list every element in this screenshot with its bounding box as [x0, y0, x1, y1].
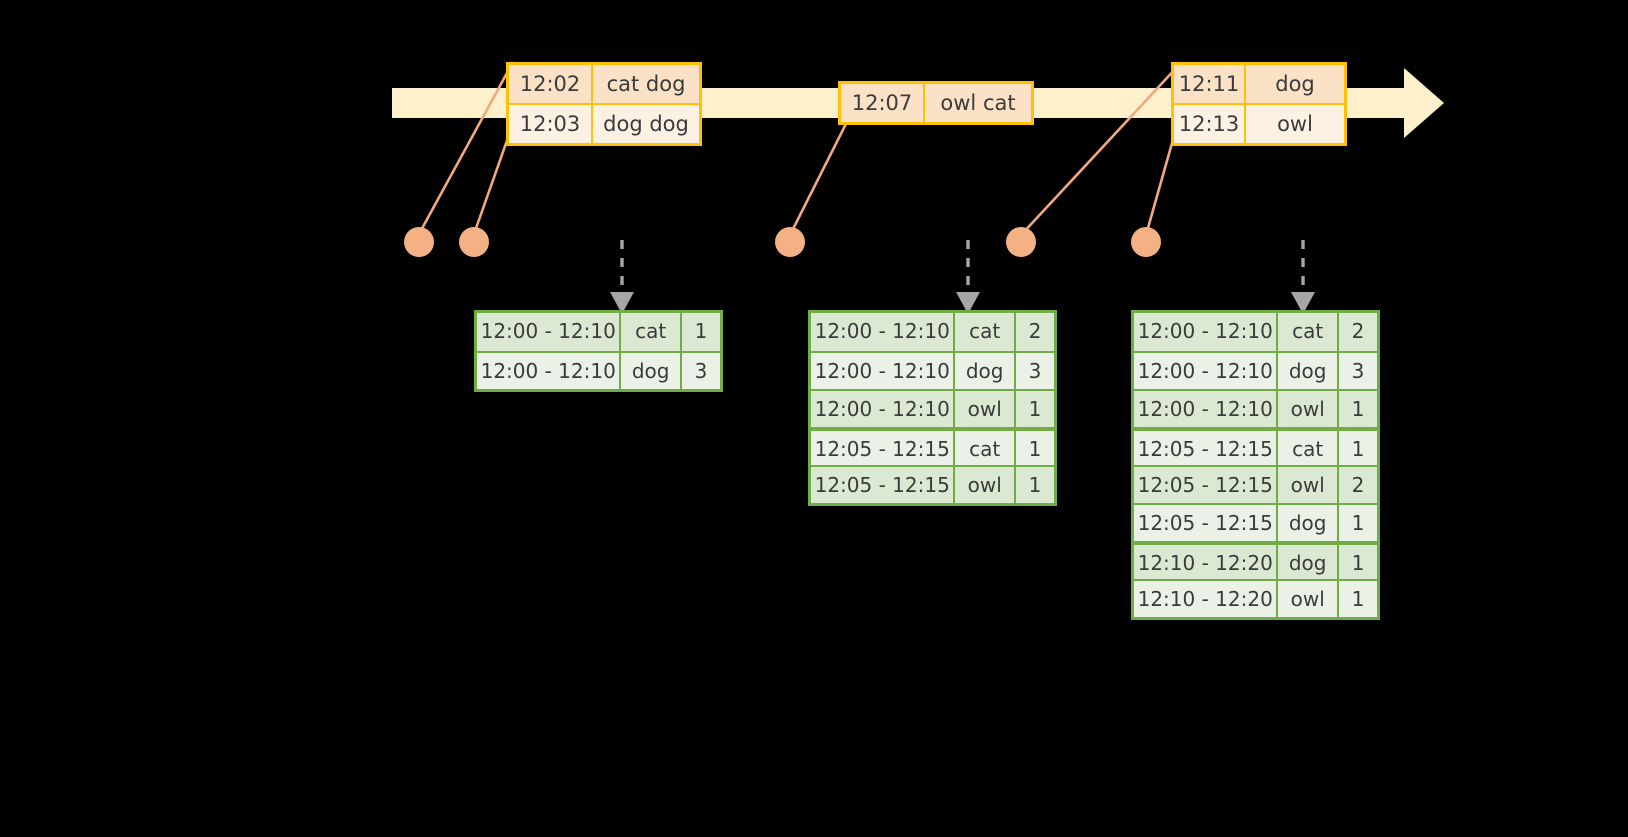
- key-cell: cat: [1278, 431, 1339, 465]
- key-cell: dog: [1278, 505, 1339, 541]
- connector-dot: [775, 227, 805, 257]
- count-cell: 2: [1351, 473, 1365, 497]
- connector-dot: [1006, 227, 1036, 257]
- window-cell: 12:00 - 12:10: [811, 391, 956, 427]
- event-words: owl: [1277, 112, 1313, 136]
- count-cell: 3: [1351, 359, 1365, 383]
- event-words: dog: [1275, 72, 1315, 96]
- event-group-1[interactable]: 12:02 cat dog 12:03 dog dog: [506, 62, 702, 146]
- event-group-3[interactable]: 12:11 dog 12:13 owl: [1171, 62, 1347, 146]
- key-cell: cat: [1278, 313, 1339, 351]
- event-row[interactable]: 12:07 owl cat: [841, 84, 1031, 122]
- timeline-arrow-head-icon: [1404, 68, 1444, 138]
- key-cell: dog: [955, 353, 1016, 389]
- key-cell: owl: [1278, 581, 1339, 617]
- event-words: owl cat: [940, 91, 1016, 115]
- window-cell: 12:05 - 12:15: [1134, 431, 1279, 465]
- key-cell: cat: [621, 313, 682, 351]
- count-cell: 1: [1351, 551, 1365, 575]
- event-time: 12:03: [509, 105, 593, 143]
- count-cell: 2: [1028, 319, 1042, 343]
- connector-dot: [404, 227, 434, 257]
- connector-dot: [1131, 227, 1161, 257]
- key-cell: dog: [1278, 353, 1339, 389]
- window-cell: 12:00 - 12:10: [1134, 313, 1279, 351]
- count-cell: 1: [1351, 437, 1365, 461]
- count-cell: 1: [1028, 437, 1042, 461]
- event-row[interactable]: 12:03 dog dog: [509, 103, 699, 143]
- count-cell: 1: [1351, 511, 1365, 535]
- event-time: 12:11: [1174, 65, 1246, 103]
- key-cell: dog: [621, 353, 682, 389]
- count-cell: 1: [694, 319, 708, 343]
- count-cell: 1: [1351, 587, 1365, 611]
- window-cell: 12:00 - 12:10: [1134, 391, 1279, 427]
- event-row[interactable]: 12:11 dog: [1174, 65, 1344, 103]
- event-group-2[interactable]: 12:07 owl cat: [838, 81, 1034, 125]
- key-cell: owl: [1278, 467, 1339, 503]
- window-cell: 12:00 - 12:10: [811, 313, 956, 351]
- count-cell: 2: [1351, 319, 1365, 343]
- event-time: 12:02: [509, 65, 593, 103]
- connector-dot: [459, 227, 489, 257]
- key-cell: cat: [955, 431, 1016, 465]
- window-cell: 12:00 - 12:10: [1134, 353, 1279, 389]
- window-cell: 12:05 - 12:15: [811, 431, 956, 465]
- event-row[interactable]: 12:13 owl: [1174, 103, 1344, 143]
- window-cell: 12:00 - 12:10: [811, 353, 956, 389]
- event-words: dog dog: [603, 112, 689, 136]
- window-cell: 12:05 - 12:15: [1134, 505, 1279, 541]
- window-cell: 12:00 - 12:10: [477, 353, 622, 389]
- window-cell: 12:10 - 12:20: [1134, 581, 1279, 617]
- count-cell: 1: [1351, 397, 1365, 421]
- event-words: cat dog: [606, 72, 686, 96]
- key-cell: owl: [955, 467, 1016, 503]
- window-cell: 12:05 - 12:15: [811, 467, 956, 503]
- event-time: 12:13: [1174, 105, 1246, 143]
- window-cell: 12:10 - 12:20: [1134, 545, 1279, 579]
- count-cell: 3: [1028, 359, 1042, 383]
- key-cell: owl: [1278, 391, 1339, 427]
- window-cell: 12:00 - 12:10: [477, 313, 622, 351]
- event-time: 12:07: [841, 84, 925, 122]
- window-cell: 12:05 - 12:15: [1134, 467, 1279, 503]
- key-cell: owl: [955, 391, 1016, 427]
- count-cell: 1: [1028, 397, 1042, 421]
- event-row[interactable]: 12:02 cat dog: [509, 65, 699, 103]
- key-cell: dog: [1278, 545, 1339, 579]
- key-cell: cat: [955, 313, 1016, 351]
- count-cell: 1: [1028, 473, 1042, 497]
- connector-line: [472, 131, 512, 235]
- count-cell: 3: [694, 359, 708, 383]
